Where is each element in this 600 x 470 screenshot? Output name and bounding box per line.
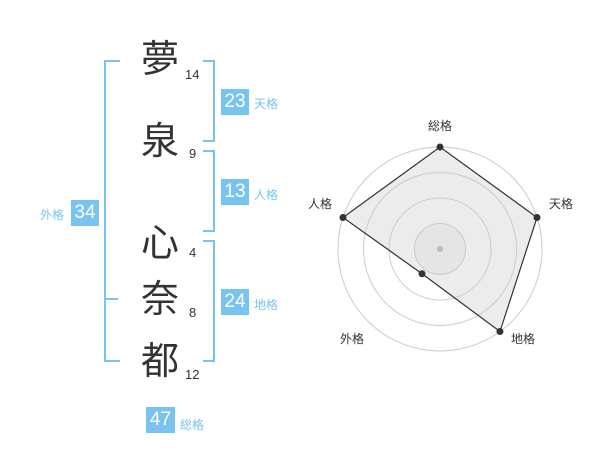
tenkaku-label: 天格 [254,97,279,111]
chikaku-value: 24 [221,289,249,315]
radar-center-dot [437,246,443,252]
tenkaku-value: 23 [221,89,249,115]
soukaku-label: 総格 [180,418,205,432]
chikaku-bracket [203,240,215,362]
radar-grid-ring-3 [363,172,517,326]
name-char-3: 心 [141,221,180,265]
gaikaku-bracket [104,60,120,362]
name-char-1: 夢 [141,37,180,81]
stroke-count-3: 4 [189,245,197,260]
jinkaku-value: 13 [221,179,249,205]
chikaku-label: 地格 [254,298,279,312]
gaikaku-label: 外格 [40,208,65,222]
stroke-count-2: 9 [189,146,197,161]
tenkaku-bracket [203,60,215,142]
radar-data-polygon [341,146,538,333]
radar-point-4 [418,270,426,278]
stroke-count-1: 14 [185,67,200,82]
gaikaku-value: 34 [71,200,99,226]
radar-axis-label-5: 人格 [308,196,332,211]
radar-point-2 [533,213,541,221]
jinkaku-bracket [203,150,215,232]
radar-axis-label-4: 外格 [340,331,364,346]
name-char-5: 都 [141,339,180,383]
radar-axis-label-2: 天格 [549,196,573,211]
soukaku-value: 47 [146,407,175,433]
name-char-2: 泉 [141,119,180,163]
stroke-count-4: 8 [189,305,197,320]
name-char-4: 奈 [141,277,180,321]
radar-grid-ring-2 [388,197,492,301]
radar-axis-label-1: 総格 [428,118,452,133]
gaikaku-bracket-mid-tick [104,298,118,300]
radar-point-1 [436,143,444,151]
radar-point-3 [496,328,504,336]
radar-axis-label-3: 地格 [511,331,535,346]
stroke-count-5: 12 [185,367,200,382]
radar-point-5 [339,213,347,221]
jinkaku-label: 人格 [254,188,279,202]
